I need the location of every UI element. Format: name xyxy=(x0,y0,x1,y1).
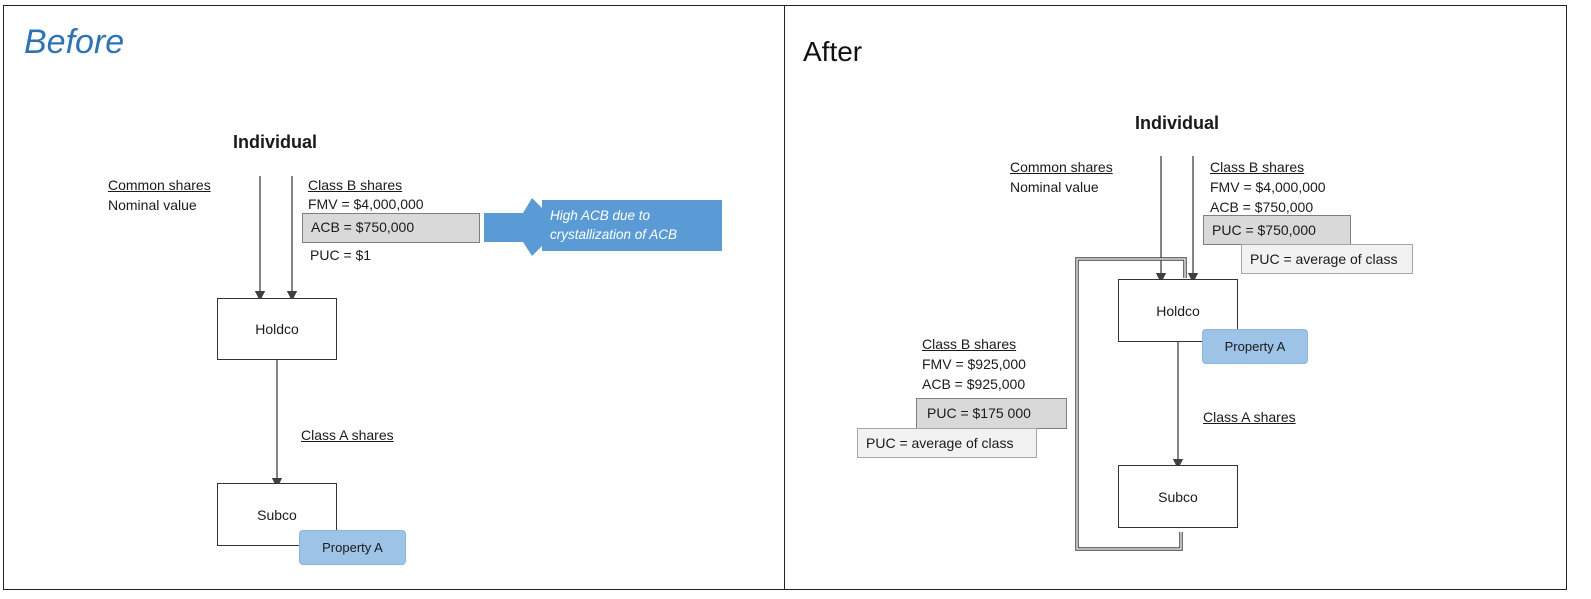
before-common-shares-label: Common shares xyxy=(108,177,211,193)
before-individual-label: Individual xyxy=(233,132,318,152)
after-class-b-left-label: Class B shares xyxy=(922,336,1017,352)
after-class-b-top-fmv: FMV = $4,000,000 xyxy=(1210,179,1326,195)
before-class-b-fmv: FMV = $4,000,000 xyxy=(308,196,424,212)
after-panel: After Individual Common shares Nominal v… xyxy=(784,5,1567,590)
before-connectors xyxy=(254,176,561,489)
callout-arrow-shape xyxy=(484,198,561,256)
after-class-a-label: Class A shares xyxy=(1203,409,1296,425)
after-common-shares-label: Common shares xyxy=(1010,159,1113,175)
before-title: Before xyxy=(24,23,125,61)
after-connectors xyxy=(1075,156,1199,551)
after-individual-label: Individual xyxy=(1135,113,1220,133)
before-class-b-acb: ACB = $750,000 xyxy=(302,213,480,243)
after-class-b-left-puc: PUC = $175 000 xyxy=(916,398,1067,429)
before-holdco-box: Holdco xyxy=(217,298,337,360)
callout-box: High ACB due to crystallization of ACB xyxy=(542,200,722,251)
after-title: After xyxy=(803,36,863,67)
after-class-b-top-acb: ACB = $750,000 xyxy=(1210,199,1314,215)
before-panel: Before Individual Common shares Nominal … xyxy=(3,5,785,590)
before-property-a: Property A xyxy=(299,530,406,565)
subco-holdco-loop-inner xyxy=(1076,258,1186,550)
before-common-shares-value: Nominal value xyxy=(108,197,197,213)
before-class-a-label: Class A shares xyxy=(301,427,394,443)
after-class-b-top-label: Class B shares xyxy=(1210,159,1305,175)
after-subco-box: Subco xyxy=(1118,465,1238,528)
callout-line-1: High ACB due to xyxy=(550,208,651,223)
callout-line-2: crystallization of ACB xyxy=(550,227,678,242)
after-class-b-left-puc-note: PUC = average of class xyxy=(857,428,1037,458)
after-common-shares-value: Nominal value xyxy=(1010,179,1099,195)
before-class-b-puc: PUC = $1 xyxy=(310,247,372,263)
before-subco-box: Subco xyxy=(217,483,337,546)
before-class-b-label: Class B shares xyxy=(308,177,403,193)
after-property-a: Property A xyxy=(1202,329,1308,364)
after-class-b-left-acb: ACB = $925,000 xyxy=(922,376,1026,392)
after-class-b-top-puc-note: PUC = average of class xyxy=(1241,244,1413,274)
after-class-b-left-fmv: FMV = $925,000 xyxy=(922,356,1026,372)
after-class-b-top-puc: PUC = $750,000 xyxy=(1203,215,1351,245)
